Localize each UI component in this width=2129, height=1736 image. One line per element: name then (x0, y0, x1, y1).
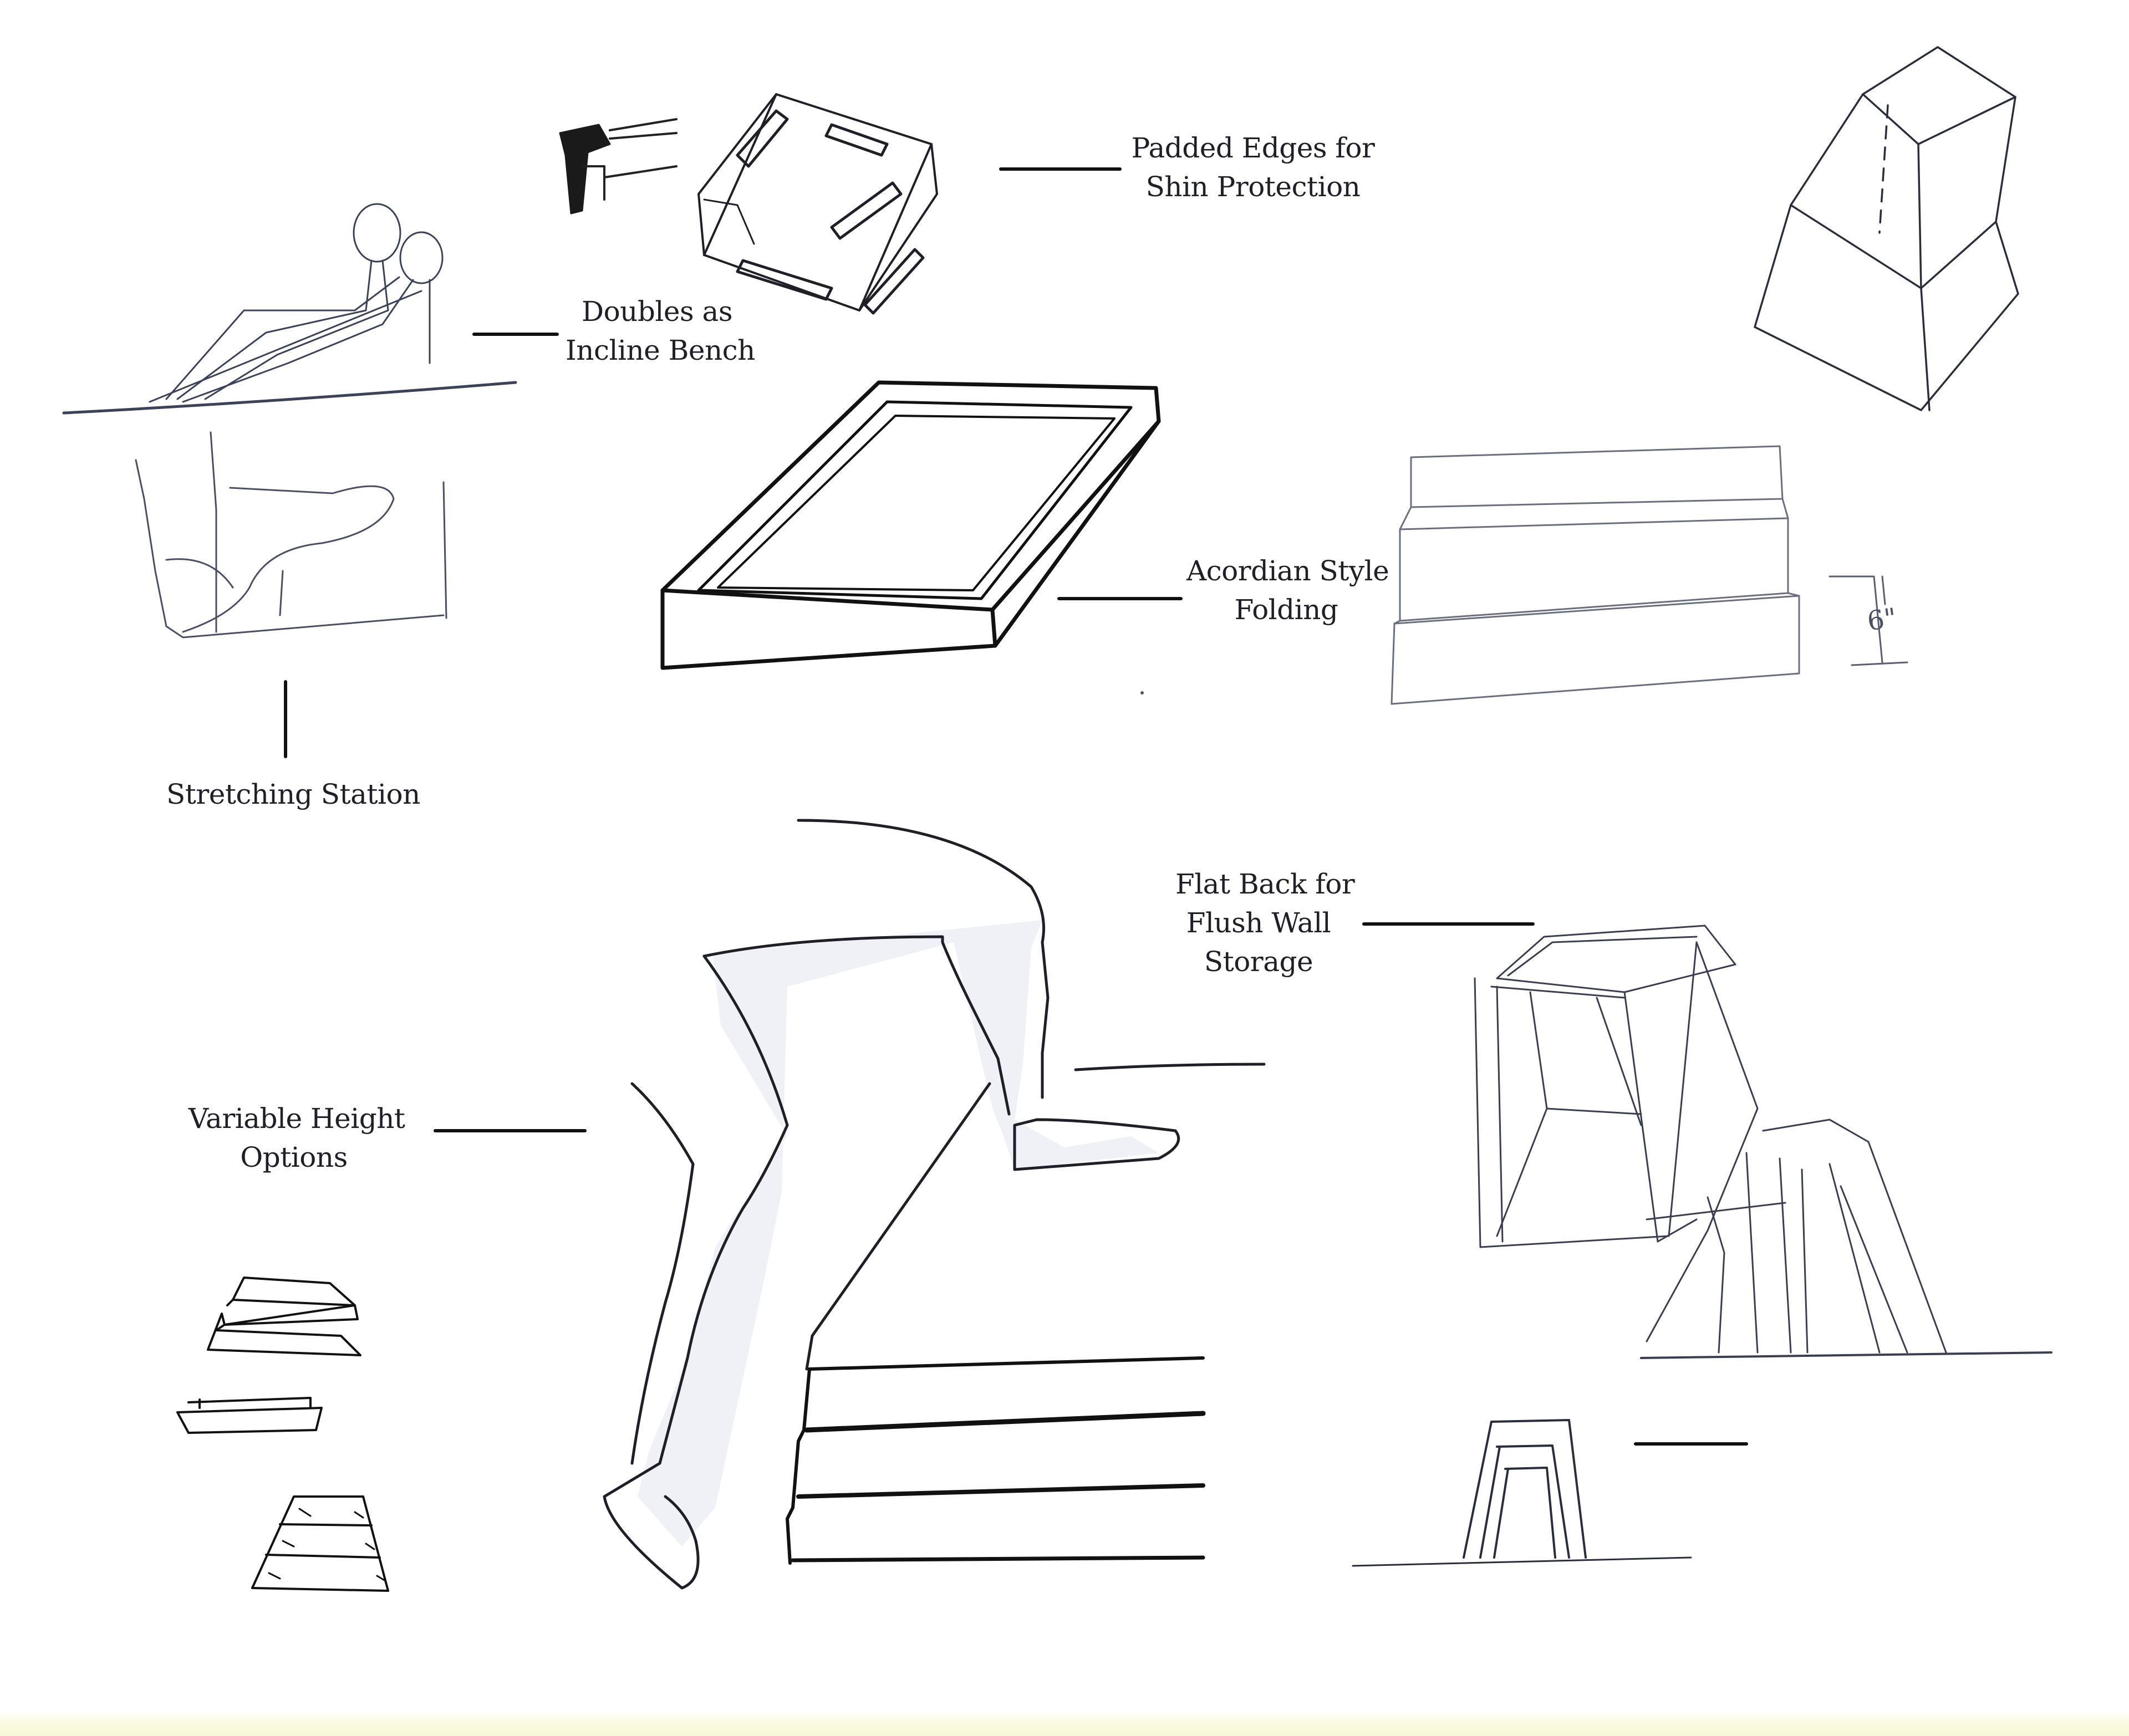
flat-back-stool-sketch (1475, 926, 2051, 1358)
incline-bench-label: Doubles as Incline Bench (566, 292, 748, 370)
variable-height-label-line-1: Variable Height (189, 1099, 399, 1138)
accordion-mat-sketch (663, 382, 1159, 668)
incline-bench-label-line-1: Doubles as (566, 292, 748, 331)
folding-label-line-1: Acordian Style (1186, 552, 1386, 590)
incline-bench-sketch (64, 204, 516, 413)
flat-back-label: Flat Back for Flush Wall Storage (1175, 865, 1342, 981)
padded-box-sketch (699, 94, 937, 313)
stretching-label-line-1: Stretching Station (166, 775, 399, 814)
folding-label-line-2: Folding (1186, 590, 1386, 629)
paper-edge (0, 1710, 2129, 1736)
padded-corner-detail (560, 119, 676, 213)
incline-bench-label-line-2: Incline Bench (566, 331, 748, 370)
padded-edges-label-line-1: Padded Edges for (1131, 129, 1375, 167)
pencil-dot (1140, 691, 1144, 695)
small-stool-sketch (1353, 1420, 1691, 1566)
variable-height-mini-sketches (177, 1278, 388, 1591)
step-up-figure-sketch (604, 820, 1264, 1588)
flat-back-label-line-2: Flush Wall (1175, 903, 1342, 942)
padded-edges-label: Padded Edges for Shin Protection (1131, 129, 1375, 206)
stacked-steps-sketch (1392, 446, 1799, 704)
stretching-station-sketch (136, 432, 446, 637)
padded-edges-label-line-2: Shin Protection (1131, 167, 1375, 206)
variable-height-label-line-2: Options (189, 1138, 399, 1177)
trapezoid-blocks-sketch (1755, 47, 2018, 410)
flat-back-label-line-1: Flat Back for (1175, 865, 1342, 903)
flat-back-label-line-3: Storage (1175, 942, 1342, 981)
folding-label: Acordian Style Folding (1186, 552, 1386, 629)
variable-height-label: Variable Height Options (189, 1099, 399, 1177)
height-dimension-text: 6" (1865, 603, 1898, 637)
stretching-label: Stretching Station (166, 775, 399, 814)
